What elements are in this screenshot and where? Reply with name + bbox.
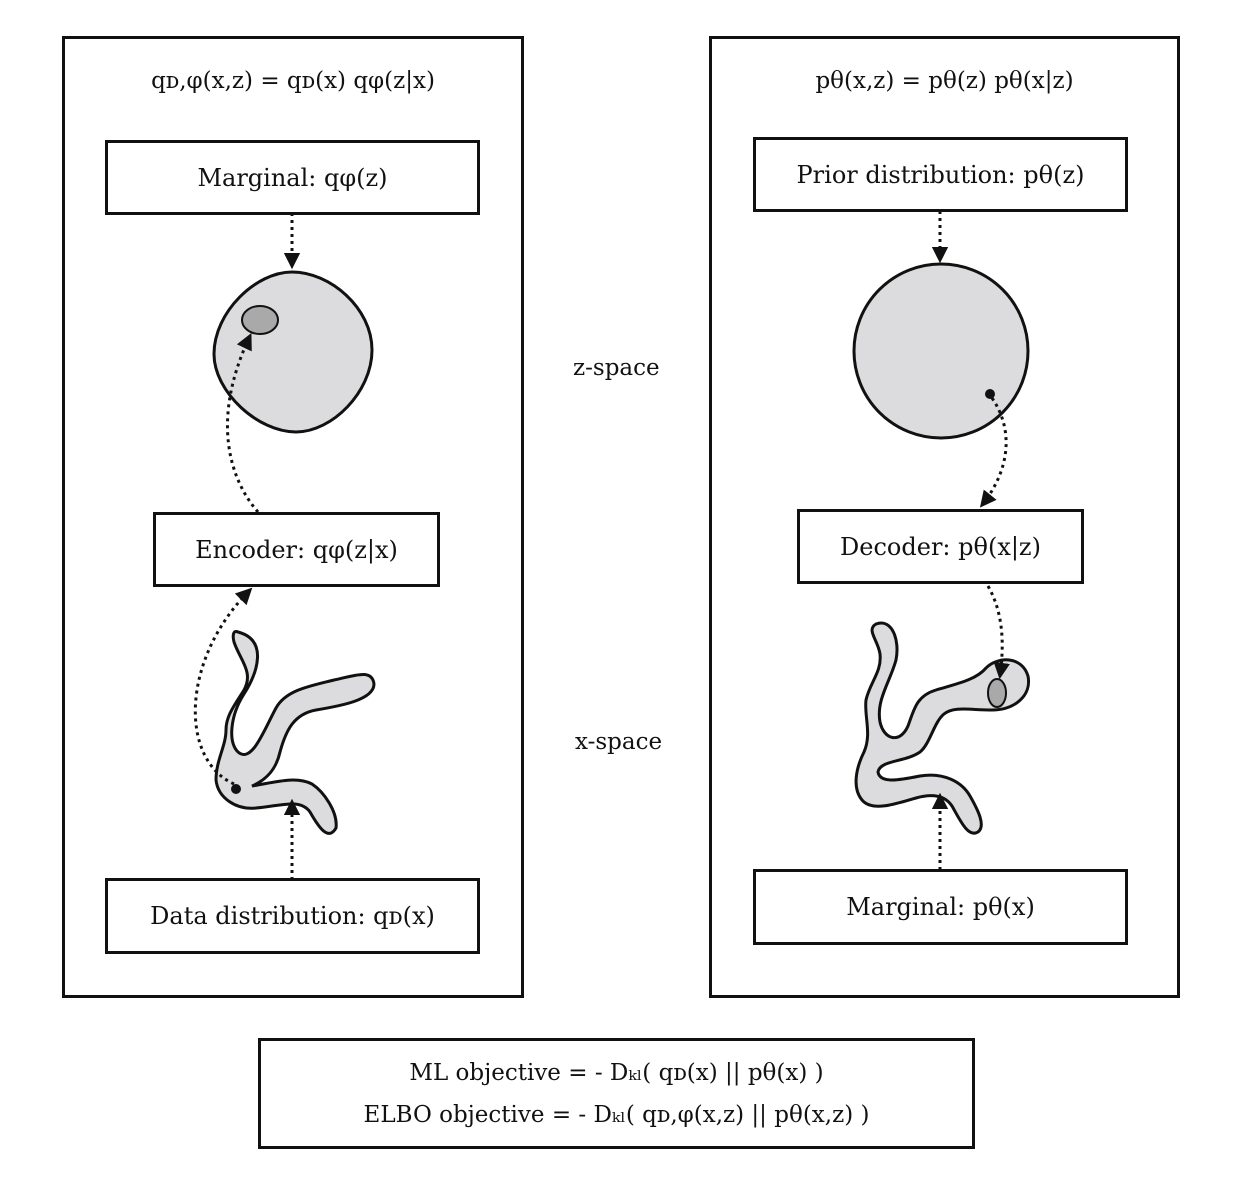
- x-space-label: x-space: [575, 729, 663, 755]
- encoder-panel: [62, 36, 524, 998]
- right-decoded-region: [987, 678, 1007, 708]
- ml-objective: ML objective = - Dₖₗ( qᴅ(x) || pθ(x) ): [409, 1059, 824, 1086]
- marginal-p-box: Marginal: pθ(x): [753, 869, 1128, 945]
- z-space-label: z-space: [573, 355, 660, 381]
- objectives-box: ML objective = - Dₖₗ( qᴅ(x) || pθ(x) ) E…: [258, 1038, 975, 1149]
- prior-sample-point: [985, 389, 995, 399]
- right-data-manifold-blob: [854, 621, 1031, 835]
- encoder-joint-formula: qᴅ,φ(x,z) = qᴅ(x) qφ(z|x): [151, 68, 435, 94]
- encoder-box: Encoder: qφ(z|x): [153, 512, 440, 587]
- elbo-objective: ELBO objective = - Dₖₗ( qᴅ,φ(x,z) || pθ(…: [363, 1101, 870, 1128]
- prior-distribution-box: Prior distribution: pθ(z): [753, 137, 1128, 212]
- left-z-space-blob: [212, 270, 374, 434]
- left-data-manifold-blob: [214, 630, 376, 835]
- left-z-posterior-region: [241, 305, 279, 335]
- arrow-encoder-to-zblob: [225, 333, 260, 513]
- arrow-datapoint-to-encoder: [193, 587, 253, 786]
- data-distribution-box: Data distribution: qᴅ(x): [105, 878, 480, 954]
- decoder-box: Decoder: pθ(x|z): [797, 509, 1084, 584]
- decoder-panel: [709, 36, 1180, 998]
- prior-circle: [852, 262, 1030, 440]
- arrow-decoder-to-xregion: [986, 585, 1010, 680]
- decoder-joint-formula: pθ(x,z) = pθ(z) pθ(x|z): [815, 68, 1074, 94]
- marginal-q-box: Marginal: qφ(z): [105, 140, 480, 215]
- left-data-sample-point: [231, 784, 241, 794]
